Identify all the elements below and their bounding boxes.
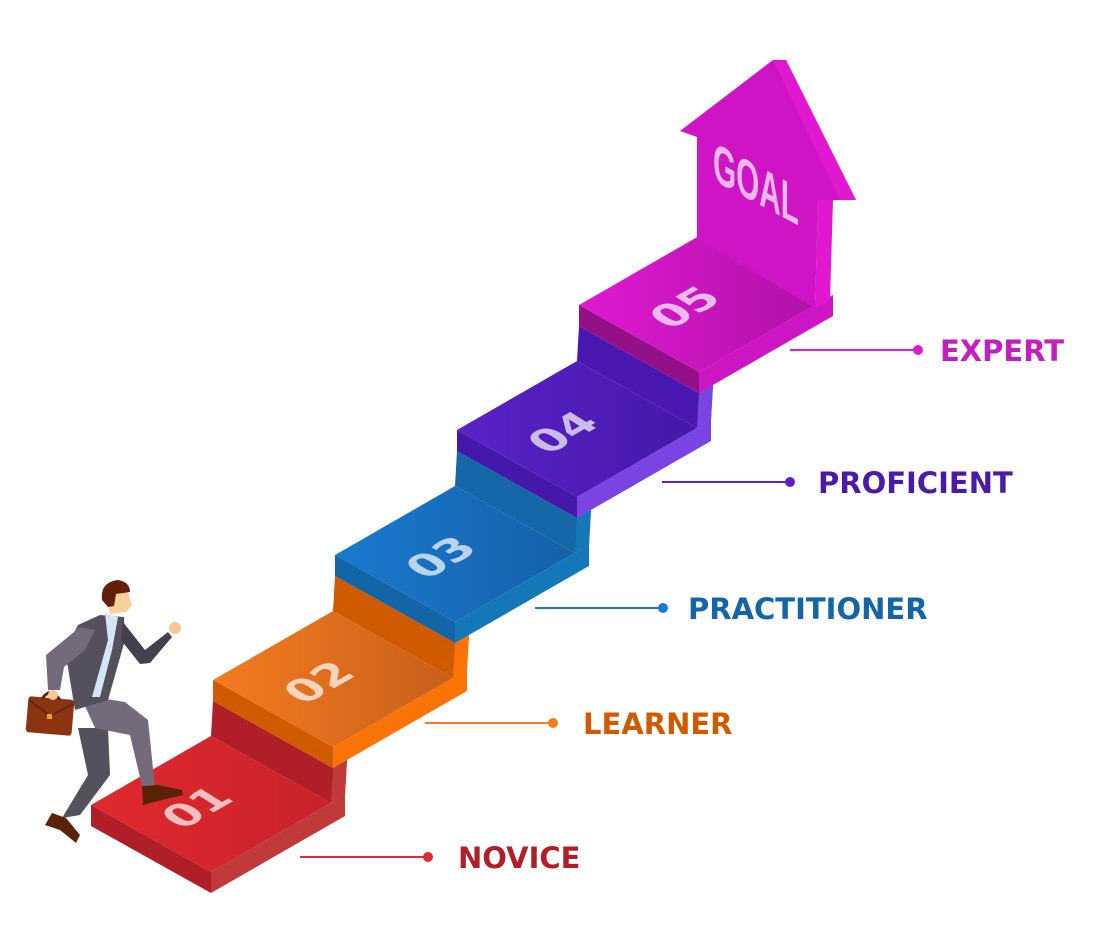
step-02: 02	[213, 576, 469, 768]
step-label: EXPERT	[940, 334, 1064, 368]
step-riser-side	[697, 385, 713, 428]
step-01: 01	[91, 701, 347, 893]
label-novice: NOVICE	[300, 841, 580, 875]
step-top	[213, 611, 453, 747]
step-top	[335, 486, 575, 622]
step-top	[457, 361, 697, 497]
step-riser-side	[575, 510, 591, 553]
front-shoe-icon	[142, 785, 183, 805]
label-practitioner: PRACTITIONER	[535, 592, 928, 626]
briefcase-lock	[47, 714, 52, 719]
connector-dot	[423, 852, 433, 862]
shirt	[92, 613, 118, 697]
step-riser	[455, 451, 591, 553]
step-front	[213, 680, 333, 768]
back-arm	[46, 627, 95, 690]
step-side	[577, 420, 711, 518]
step-label: PROFICIENT	[818, 466, 1013, 500]
label-expert: EXPERT	[790, 334, 1064, 368]
fist	[169, 622, 181, 634]
step-label: NOVICE	[458, 841, 580, 875]
front-leg	[80, 695, 155, 790]
label-proficient: PROFICIENT	[662, 466, 1013, 500]
step-front	[579, 305, 699, 393]
step-riser	[333, 576, 469, 678]
back-shoe-icon	[45, 813, 80, 843]
step-riser-side	[453, 635, 469, 678]
step-label: PRACTITIONER	[688, 592, 928, 626]
back-leg	[62, 728, 110, 818]
label-learner: LEARNER	[425, 707, 732, 741]
goal-arrow-edge	[773, 60, 856, 200]
front-arm	[121, 622, 172, 664]
step-side	[333, 670, 467, 768]
connector-dot	[785, 477, 795, 487]
businessman-figure	[25, 580, 183, 843]
step-riser-side	[331, 760, 347, 803]
step-labels: NOVICE LEARNER PRACTITIONER PROFICIENT EXPER…	[300, 334, 1064, 875]
goal-arrow-side	[815, 200, 833, 308]
step-side	[211, 795, 345, 893]
connector-dot	[913, 345, 923, 355]
connector-dot	[548, 718, 558, 728]
step-04: 04	[457, 326, 713, 518]
hand	[48, 690, 58, 700]
step-riser	[577, 326, 713, 428]
step-label: LEARNER	[583, 707, 732, 741]
step-front	[457, 430, 577, 518]
hair	[101, 580, 130, 607]
step-top	[91, 736, 331, 872]
step-front	[91, 805, 211, 893]
step-front	[335, 555, 455, 643]
connector-dot	[658, 603, 668, 613]
step-riser	[211, 701, 347, 803]
goal-arrow: GOAL	[680, 60, 856, 308]
step-side	[455, 545, 589, 643]
step-side	[699, 295, 833, 393]
step-03: 03	[335, 451, 591, 643]
